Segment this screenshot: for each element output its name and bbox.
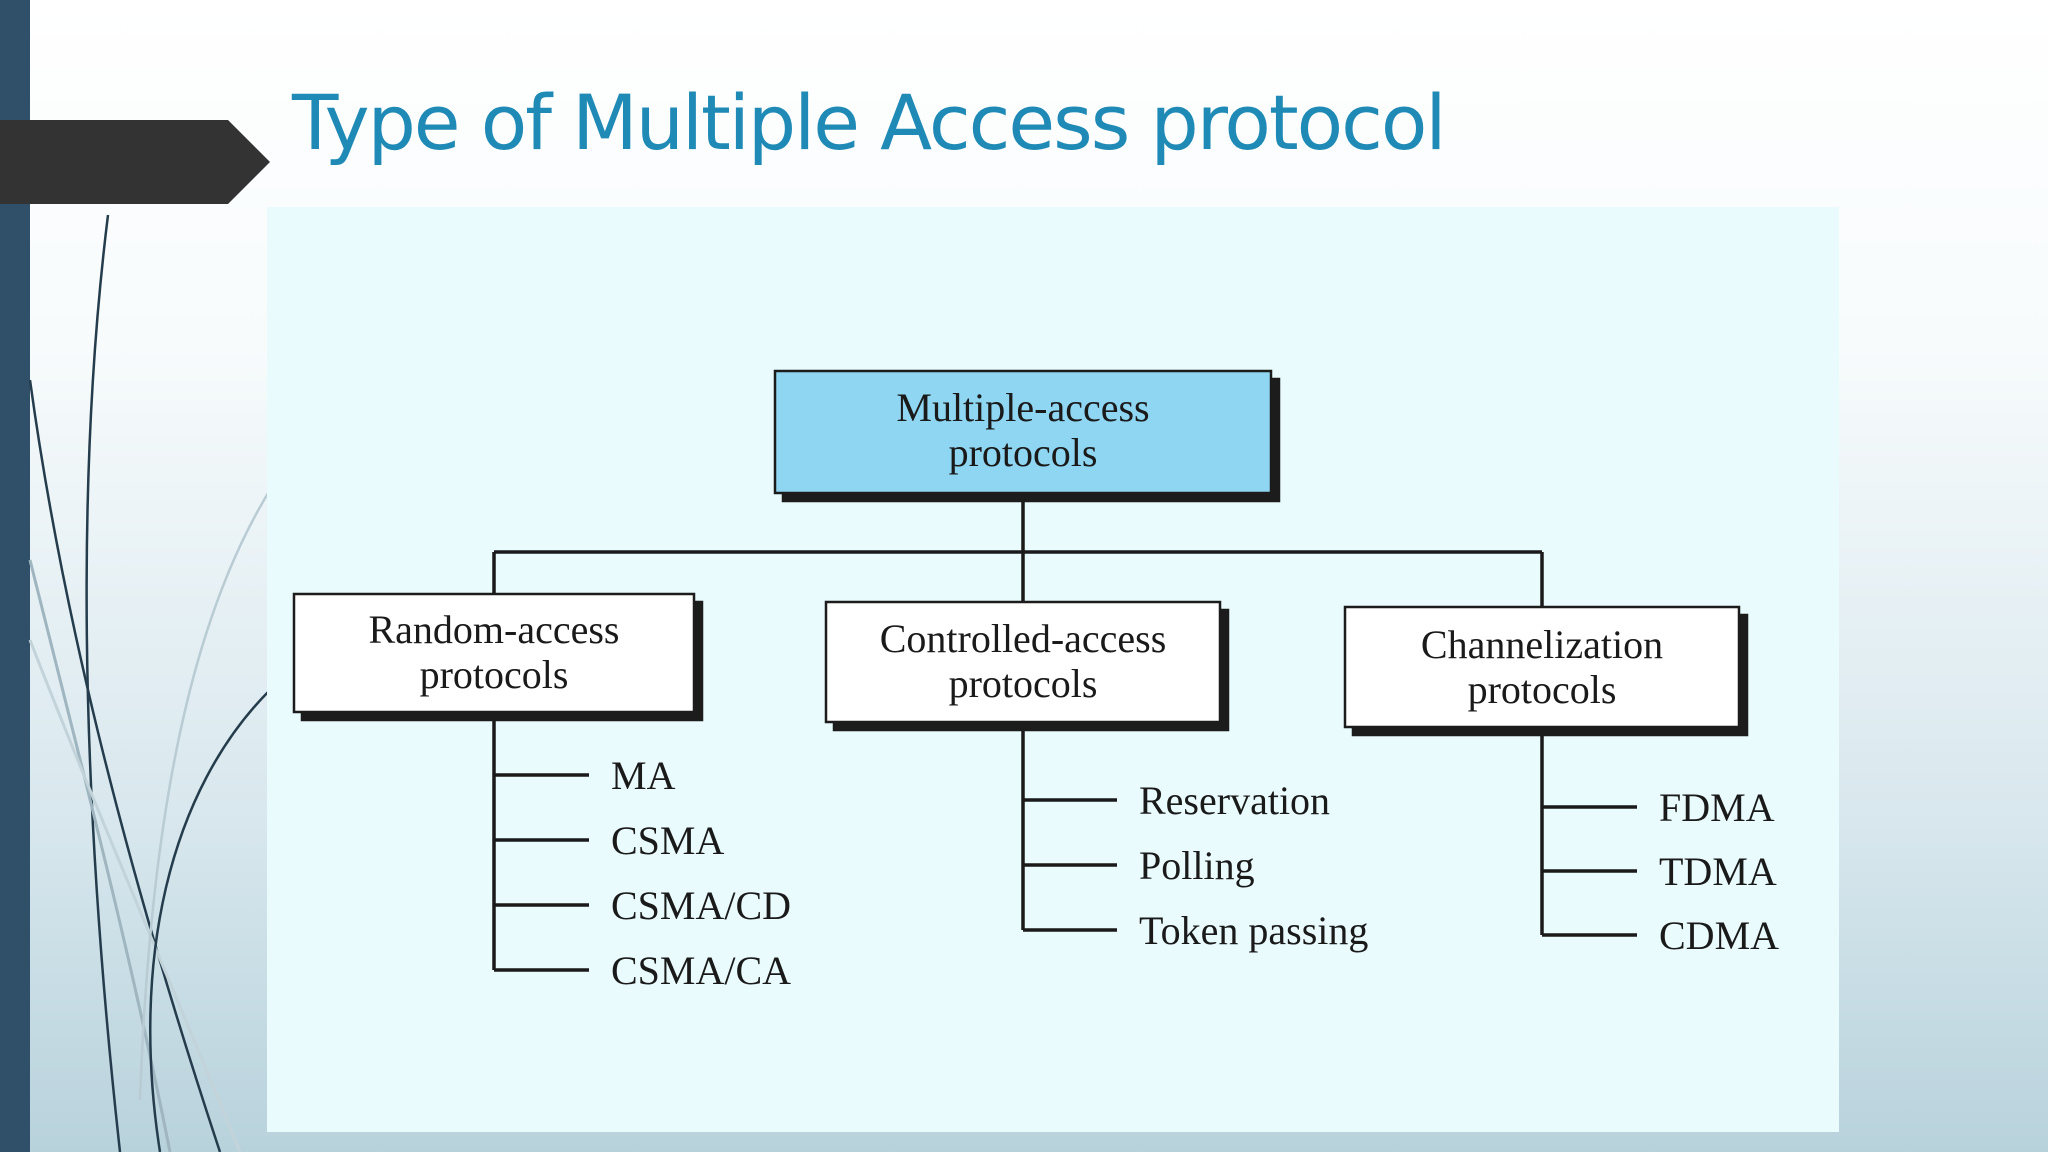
category-node-random-access: Random-access protocols bbox=[292, 592, 696, 714]
leaf-item: Polling bbox=[1139, 843, 1255, 888]
leaf-item: TDMA bbox=[1659, 849, 1777, 894]
leaf-item: Token passing bbox=[1139, 908, 1368, 953]
leaf-item: FDMA bbox=[1659, 785, 1775, 830]
category-label-line1: Random-access bbox=[368, 607, 619, 652]
root-label-line1: Multiple-access bbox=[896, 385, 1149, 430]
decorative-curves bbox=[28, 214, 272, 1152]
connector-lines bbox=[492, 493, 1637, 972]
leaf-item: Reservation bbox=[1139, 778, 1330, 823]
leaf-item: CSMA/CD bbox=[611, 883, 791, 928]
protocol-tree-diagram: Multiple-access protocols Random-access … bbox=[292, 369, 1779, 993]
root-label-line2: protocols bbox=[949, 430, 1098, 475]
category-node-channelization: Channelization protocols bbox=[1343, 605, 1741, 729]
leaf-items: MA CSMA CSMA/CD CSMA/CA Reservation Poll… bbox=[611, 753, 1779, 993]
category-node-controlled-access: Controlled-access protocols bbox=[824, 600, 1222, 724]
leaf-item: CDMA bbox=[1659, 913, 1779, 958]
leaf-item: CSMA/CA bbox=[611, 948, 791, 993]
diagram-panel: Multiple-access protocols Random-access … bbox=[267, 207, 1839, 1132]
category-label-line1: Controlled-access bbox=[880, 616, 1167, 661]
leaf-item: MA bbox=[611, 753, 676, 798]
slide-title: Type of Multiple Access protocol bbox=[292, 78, 1447, 167]
category-label-line2: protocols bbox=[1468, 667, 1617, 712]
category-label-line2: protocols bbox=[949, 661, 1098, 706]
category-label-line1: Channelization bbox=[1421, 622, 1663, 667]
title-arrow-tab bbox=[0, 120, 270, 204]
category-label-line2: protocols bbox=[420, 652, 569, 697]
root-node: Multiple-access protocols bbox=[773, 369, 1273, 495]
leaf-item: CSMA bbox=[611, 818, 724, 863]
